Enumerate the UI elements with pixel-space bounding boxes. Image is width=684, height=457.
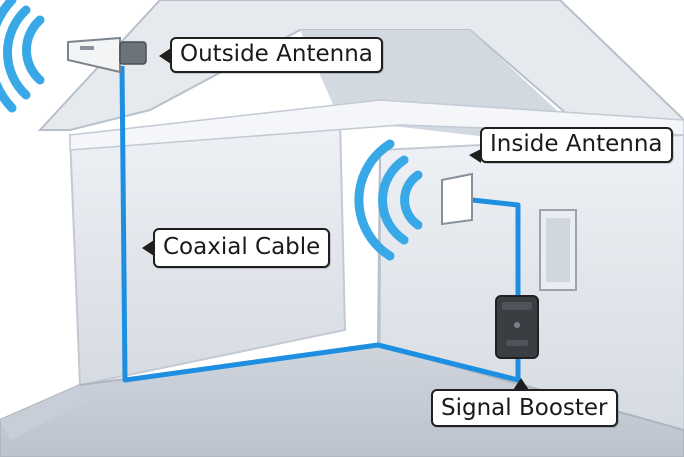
outside-antenna [67,36,147,74]
inside-antenna-label: Inside Antenna [469,127,673,163]
signal-booster-label: Signal Booster [431,378,618,427]
ceiling-slab [69,99,684,151]
window-pane [546,218,570,282]
coaxial-cable [119,65,521,383]
coaxial-cable-label: Coaxial Cable [141,228,331,268]
signal-booster [495,295,539,359]
inside-antenna-cable [471,197,521,298]
outside-antenna-label: Outside Antenna [159,37,383,73]
floor-front-edge [0,385,90,440]
inside-signal-waves [354,139,423,261]
inside-antenna [441,172,473,226]
outside-signal-waves [0,0,45,113]
